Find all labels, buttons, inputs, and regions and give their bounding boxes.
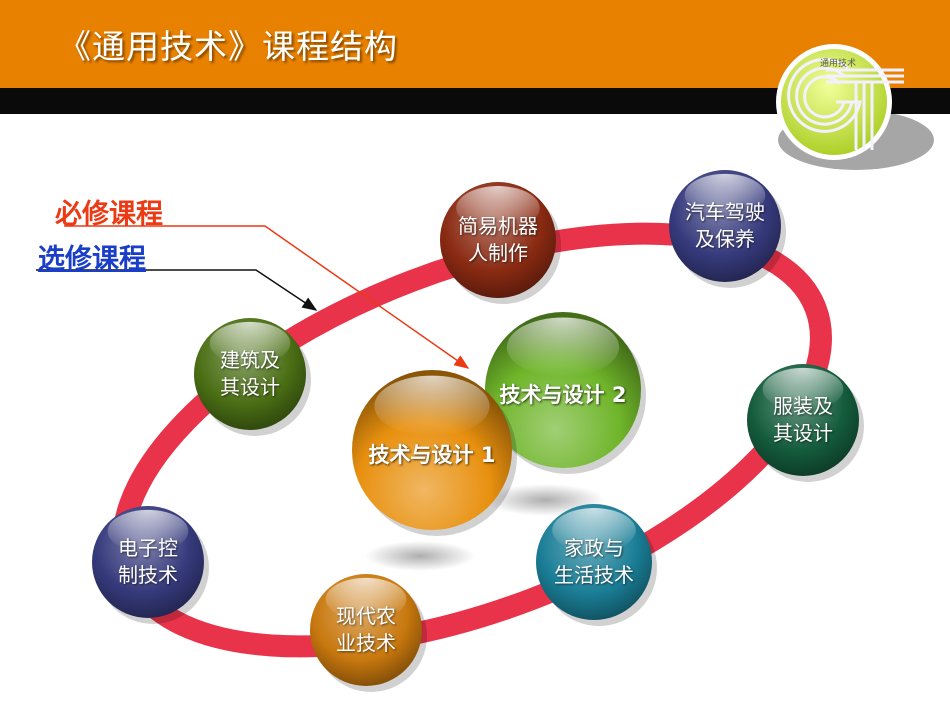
course-label-line: 其设计: [773, 421, 833, 445]
sphere-gloss: [325, 577, 407, 621]
sphere-gloss: [762, 367, 844, 411]
elective-course-label: 建筑及其设计: [220, 347, 280, 401]
elective-course-label: 简易机器人制作: [458, 213, 538, 267]
course-label-line: 电子控: [118, 536, 178, 560]
elective-course-sphere: [194, 318, 311, 436]
course-label-line: 生活技术: [554, 563, 634, 587]
gt-logo: 通用技术: [776, 44, 934, 170]
course-label-line: 现代农: [336, 604, 396, 628]
course-spheres: [92, 170, 864, 692]
page-title: 《通用技术》课程结构: [58, 27, 398, 66]
elective-course-sphere: [669, 170, 786, 288]
sphere-gloss: [552, 508, 636, 553]
sphere-gloss: [456, 186, 540, 231]
sphere-gloss: [374, 375, 490, 437]
elective-course-sphere: [536, 504, 657, 626]
logo-t-letter: [826, 68, 904, 150]
sphere-shadow: [365, 541, 475, 571]
sphere-gloss: [684, 173, 766, 217]
legend-required-courses: 必修课程: [55, 199, 163, 230]
course-label-line: 制技术: [118, 563, 178, 587]
elective-course-label: 汽车驾驶及保养: [685, 199, 765, 253]
course-label-line: 其设计: [220, 375, 280, 399]
course-label-line: 汽车驾驶: [685, 200, 765, 224]
required-course-label: 技术与设计 2: [499, 383, 627, 407]
course-label-line: 简易机器: [458, 214, 538, 238]
elective-course-sphere: [440, 182, 561, 304]
course-label-line: 人制作: [468, 241, 528, 265]
elective-course-label: 家政与生活技术: [554, 535, 634, 589]
course-label-line: 建筑及: [220, 348, 280, 372]
elective-course-label: 服装及其设计: [773, 393, 833, 447]
elective-course-label: 电子控制技术: [118, 535, 178, 589]
course-label-line: 家政与: [564, 536, 624, 560]
elective-course-sphere: [747, 364, 864, 482]
sphere-gloss: [506, 317, 620, 377]
elective-course-sphere: [310, 574, 427, 692]
course-label-line: 服装及: [773, 394, 833, 418]
required-course-sphere: [352, 370, 517, 536]
elective-course-label: 现代农业技术: [336, 603, 396, 657]
logo-text: 通用技术: [820, 57, 856, 69]
required-pointer-line: [64, 225, 470, 369]
course-label-line: 及保养: [695, 227, 755, 251]
elective-course-sphere: [92, 506, 209, 624]
legend-elective-courses: 选修课程: [38, 244, 146, 275]
course-label-line: 业技术: [336, 631, 396, 655]
sphere-gloss: [107, 509, 189, 553]
required-course-sphere: [485, 312, 646, 474]
sphere-gloss: [209, 321, 291, 365]
required-course-label: 技术与设计 1: [368, 443, 496, 467]
elective-pointer-line: [36, 269, 318, 311]
